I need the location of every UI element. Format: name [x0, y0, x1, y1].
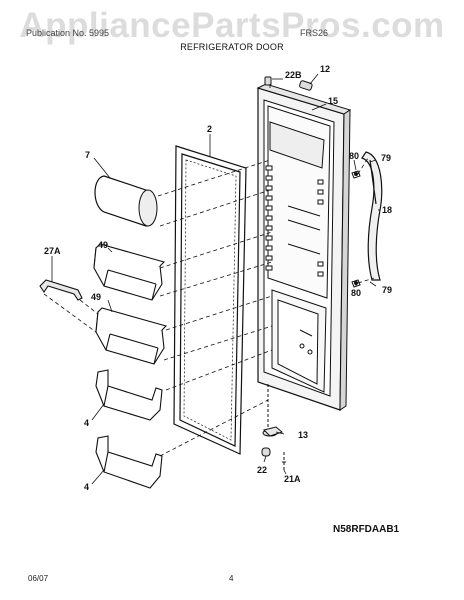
- shelf-rail: [39, 279, 83, 301]
- bottom-hinge: [262, 426, 284, 437]
- dairy-cover: [94, 175, 158, 227]
- callout-4-lower: 4: [84, 482, 90, 492]
- top-bushing: [264, 76, 272, 86]
- publication-number: Publication No. 5995: [26, 28, 110, 38]
- door-shelf-rungs: [265, 165, 324, 277]
- callout-79-bottom: 79: [382, 285, 393, 295]
- page-title: REFRIGERATOR DOOR: [180, 42, 284, 52]
- callout-12: 12: [320, 64, 331, 74]
- callout-7: 7: [85, 150, 91, 160]
- callout-18: 18: [382, 205, 393, 215]
- handle-screws: [351, 170, 361, 288]
- hinge-cap: [299, 80, 313, 91]
- diagram-code: N58RFDAAB1: [333, 524, 400, 535]
- footer-date: 06/07: [28, 574, 49, 583]
- hinge-bushing: [261, 447, 271, 457]
- watermark: AppliancePartsPros.com: [19, 6, 445, 45]
- callout-49-lower: 49: [91, 292, 102, 302]
- callout-4-upper: 4: [84, 418, 90, 428]
- assembly-guide-lines: [43, 84, 375, 457]
- callout-2: 2: [207, 124, 213, 134]
- door-bin-middle: [95, 307, 168, 365]
- callout-15: 15: [328, 96, 339, 106]
- door-handle: [361, 151, 383, 281]
- callout-leaders: [51, 73, 380, 485]
- callout-80-top: 80: [349, 151, 360, 161]
- door-bin-upper: [93, 243, 166, 301]
- door-outer-panel: [256, 83, 352, 411]
- callout-80-bottom: 80: [351, 288, 362, 298]
- callout-49-upper: 49: [98, 240, 109, 250]
- door-shelf-upper: [95, 369, 163, 421]
- door-shelf-lower: [95, 435, 163, 489]
- callout-13: 13: [298, 430, 309, 440]
- callout-79-top: 79: [381, 153, 392, 163]
- hinge-pin: [282, 452, 286, 470]
- callout-27a: 27A: [44, 246, 61, 256]
- callout-22b: 22B: [285, 70, 302, 80]
- footer-page-number: 4: [229, 574, 234, 583]
- callout-22: 22: [257, 465, 268, 475]
- door-gasket: [173, 145, 247, 455]
- model-number: FRS26: [300, 28, 329, 38]
- callout-21a: 21A: [284, 474, 301, 484]
